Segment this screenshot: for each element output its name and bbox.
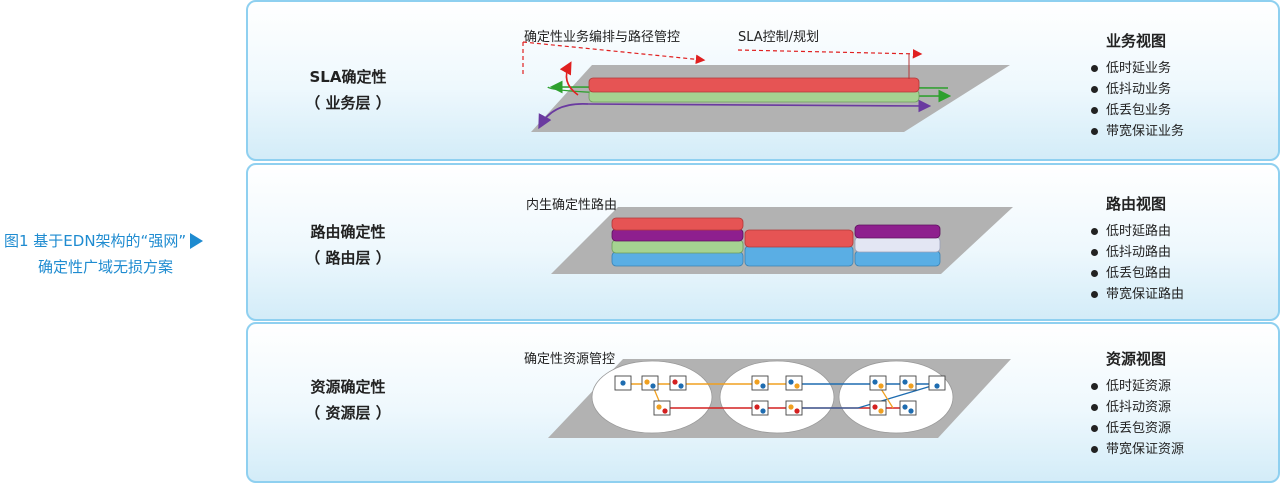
switch-node xyxy=(899,375,917,391)
switch-node xyxy=(899,400,917,416)
layer-title-routing: 路由确定性 （ 路由层 ） xyxy=(248,219,448,271)
play-arrow-icon xyxy=(190,233,204,249)
list-item: 带宽保证资源 xyxy=(1088,439,1278,460)
control-arrow-dashed-2 xyxy=(737,49,923,59)
layer-name: 路由确定性 xyxy=(310,223,386,241)
panel-resource-layer: 资源确定性 （ 资源层 ） xyxy=(246,322,1280,483)
layer-subtitle: （ 资源层 ） xyxy=(305,404,391,422)
panel-sla-layer: SLA确定性 （ 业务层 ） 确定性业务编排与路径管控 SLA控制/规划 业务视… xyxy=(246,0,1280,161)
view-title: 业务视图 xyxy=(1106,32,1167,50)
port-dots xyxy=(620,379,940,414)
list-item: 低时延业务 xyxy=(1088,58,1278,79)
flow-arrow-purple xyxy=(538,103,589,130)
link-blue-lower xyxy=(793,383,939,409)
pipe-purple-1 xyxy=(611,228,744,242)
routing-view: 路由视图 低时延路由 低抖动路由 低丢包路由 带宽保证路由 xyxy=(1088,193,1278,305)
list-item: 低抖动路由 xyxy=(1088,242,1278,263)
list-item: 低抖动业务 xyxy=(1088,79,1278,100)
switch-node xyxy=(869,400,887,416)
flow-arrow-purple-right xyxy=(587,99,932,113)
switch-node xyxy=(785,375,803,391)
sla-layer-diagram xyxy=(522,41,1010,132)
list-item: 带宽保证业务 xyxy=(1088,121,1278,142)
view-list: 低时延资源 低抖动资源 低丢包资源 带宽保证资源 xyxy=(1088,376,1278,460)
list-item: 低丢包路由 xyxy=(1088,263,1278,284)
view-title: 资源视图 xyxy=(1106,350,1167,368)
view-list: 低时延路由 低抖动路由 低丢包路由 带宽保证路由 xyxy=(1088,221,1278,305)
resource-view: 资源视图 低时延资源 低抖动资源 低丢包资源 带宽保证资源 xyxy=(1088,348,1278,460)
layer-title-resource: 资源确定性 （ 资源层 ） xyxy=(248,374,448,426)
resource-layer-diagram xyxy=(548,359,1011,438)
annotation-orchestration: 确定性业务编排与路径管控 xyxy=(524,30,681,45)
list-item: 低丢包业务 xyxy=(1088,100,1278,121)
switch-node xyxy=(785,400,803,416)
list-item: 低丢包资源 xyxy=(1088,418,1278,439)
switch-node xyxy=(869,375,887,391)
annotation-endogenous-routing: 内生确定性路由 xyxy=(526,198,618,213)
caption-line-2: 确定性广域无损方案 xyxy=(38,258,174,276)
pipe-red-sla xyxy=(588,77,920,93)
pipe-blue-1 xyxy=(611,251,744,267)
pipe-purple-3 xyxy=(854,224,941,239)
pipe-blue-3 xyxy=(854,250,941,267)
layer-subtitle: （ 业务层 ） xyxy=(305,94,391,112)
layer-title-sla: SLA确定性 （ 业务层 ） xyxy=(248,64,448,116)
annotation-resource-control: 确定性资源管控 xyxy=(524,352,616,367)
control-arrow-dashed-1 xyxy=(522,41,706,65)
switch-node xyxy=(928,375,946,391)
layer-subtitle: （ 路由层 ） xyxy=(305,249,391,267)
view-title: 路由视图 xyxy=(1106,195,1167,213)
business-view: 业务视图 低时延业务 低抖动业务 低丢包业务 带宽保证业务 xyxy=(1088,30,1278,142)
annotation-sla-control: SLA控制/规划 xyxy=(738,30,820,45)
switch-node xyxy=(653,400,671,416)
flow-arrow-red-curve xyxy=(559,61,579,96)
domain-ellipse-1 xyxy=(591,360,713,434)
panel-routing-layer: 路由确定性 （ 路由层 ） 内生确定性路由 路由视图 低时延路由 低抖动路由 低… xyxy=(246,163,1280,321)
pipe-lavender-3 xyxy=(854,236,941,253)
layer-name: 资源确定性 xyxy=(310,378,386,396)
pipe-green-1 xyxy=(611,239,744,254)
switch-node xyxy=(751,375,769,391)
domain-ellipse-2 xyxy=(719,360,835,434)
caption-line-1: 图1 基于EDN架构的“强网” xyxy=(4,228,204,254)
list-item: 低抖动资源 xyxy=(1088,397,1278,418)
list-item: 低时延资源 xyxy=(1088,376,1278,397)
switch-node xyxy=(751,400,769,416)
switch-node xyxy=(669,375,687,391)
layer-name: SLA确定性 xyxy=(309,68,387,86)
pipe-red-1 xyxy=(611,217,744,231)
pipe-blue-2 xyxy=(744,245,854,267)
view-list: 低时延业务 低抖动业务 低丢包业务 带宽保证业务 xyxy=(1088,58,1278,142)
switch-node xyxy=(641,375,659,391)
list-item: 低时延路由 xyxy=(1088,221,1278,242)
routing-layer-diagram xyxy=(551,207,1013,274)
list-item: 带宽保证路由 xyxy=(1088,284,1278,305)
pipe-red-2 xyxy=(744,229,854,248)
